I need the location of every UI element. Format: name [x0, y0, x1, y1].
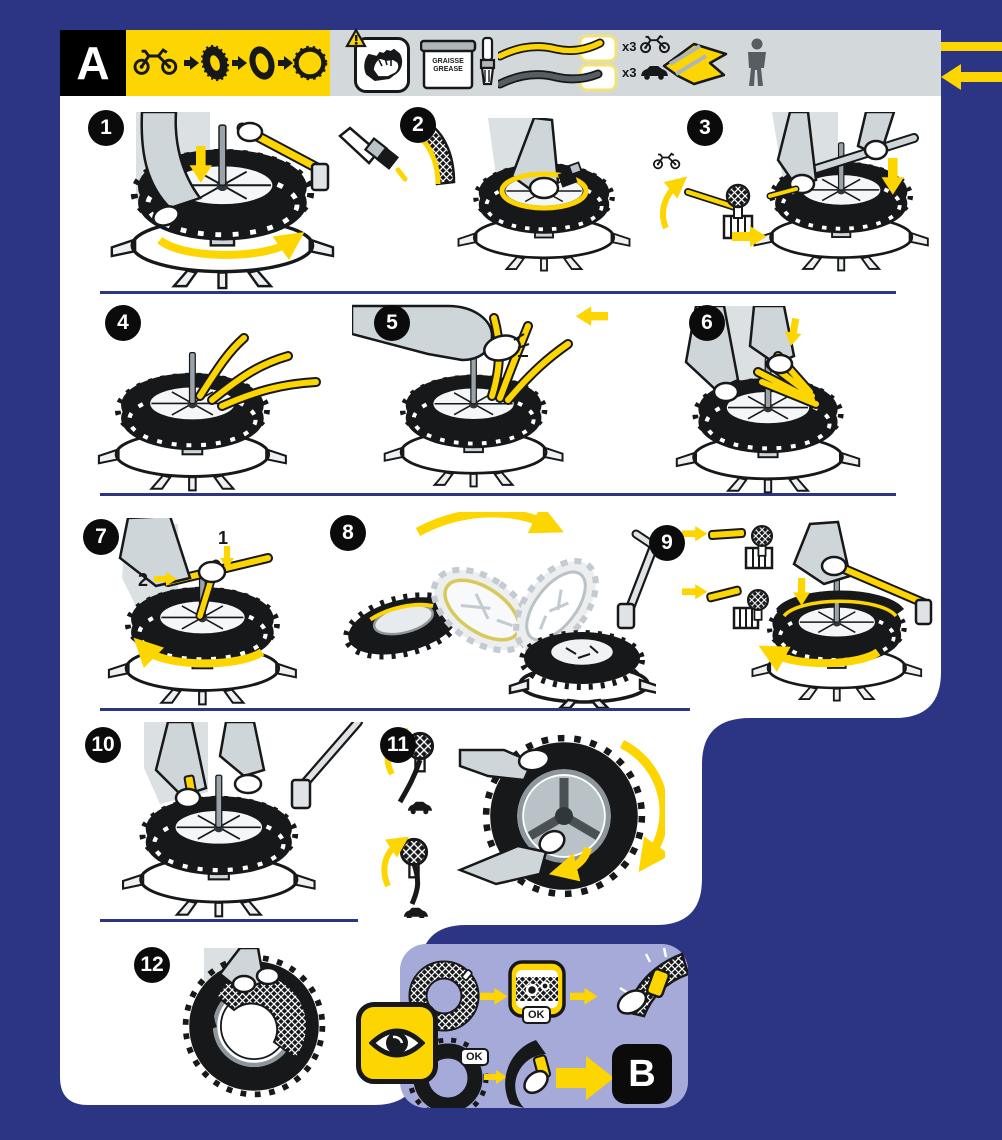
bead-lever-inset-1 — [682, 524, 774, 570]
inspection-panel: OK OK B — [400, 944, 688, 1108]
valve-lever-inset — [652, 152, 754, 240]
step-3-illustration — [652, 112, 940, 292]
step-8-number: 8 — [330, 515, 366, 551]
step-2-number: 2 — [400, 107, 436, 143]
tools-strip: GRAISSE GREASE x3 x3 — [330, 27, 941, 96]
lever-count-car-label: x3 — [622, 64, 637, 80]
row-divider — [100, 708, 690, 711]
step-3-number: 3 — [687, 110, 723, 146]
tube-ok-badge: OK — [522, 1006, 551, 1024]
step-7-motion-1: 1 — [218, 528, 229, 548]
lever-count-car: x3 — [622, 63, 669, 81]
step-1-illustration — [108, 112, 340, 290]
tube-valve-inset-2 — [381, 836, 429, 918]
motorcycle-icon — [133, 48, 178, 75]
tire-ok-badge: OK — [460, 1048, 489, 1066]
task-flow-icons — [133, 44, 328, 82]
section-b-box: B — [612, 1044, 672, 1104]
step-8-illustration — [343, 512, 656, 708]
section-b-label: B — [628, 1052, 656, 1095]
tire-levers-icon — [498, 34, 618, 92]
row-divider — [100, 291, 896, 294]
section-a-label: A — [76, 37, 110, 89]
grease-label-line2: GREASE — [433, 66, 463, 73]
step-4-illustration — [92, 333, 321, 494]
tube-inspection-box-icon — [508, 960, 566, 1018]
step-9-illustration — [682, 520, 933, 710]
grease-label-line1: GRAISSE — [432, 58, 464, 65]
step-6-number: 6 — [689, 305, 725, 341]
step-7-motion-2: 2 — [138, 570, 149, 590]
grease-pot-icon — [420, 36, 496, 90]
step-4-number: 4 — [105, 305, 141, 341]
grease-brush-icon — [479, 36, 496, 86]
tube-repair-icon — [616, 947, 688, 1018]
step-10-illustration — [108, 722, 363, 918]
grease-label: GRAISSE GREASE — [426, 58, 470, 74]
tire-tube-icon — [249, 46, 275, 80]
tire-clean-icon — [505, 1040, 552, 1108]
line-from-right-icon — [941, 42, 1002, 51]
arrow-pointing-left-icon — [941, 64, 1002, 90]
inspect-eye-icon — [356, 1002, 438, 1084]
step-11-number: 11 — [380, 727, 416, 763]
task-flow-strip — [126, 30, 330, 96]
step-7-illustration — [98, 518, 348, 710]
row-divider — [100, 919, 358, 922]
flow-arrow-icon — [184, 56, 199, 70]
step-10-number: 10 — [85, 727, 121, 763]
step-12-illustration — [148, 948, 383, 1100]
glove-warning-icon — [345, 27, 410, 93]
step-11-illustration — [381, 728, 665, 918]
inner-tube-icon — [408, 960, 480, 1032]
page-continues-arrows — [941, 42, 1002, 90]
next-section-arrow-icon — [556, 1056, 614, 1100]
row-divider — [100, 493, 896, 496]
step-9-number: 9 — [649, 525, 685, 561]
lever-count-moto-label: x3 — [622, 38, 637, 54]
rim-ring-icon — [292, 45, 328, 81]
person-icon — [748, 38, 766, 86]
protective-cloth-icon — [662, 42, 728, 86]
step-12-number: 12 — [134, 947, 170, 983]
bead-lever-inset-2 — [682, 584, 770, 630]
lever-count-moto: x3 — [622, 35, 671, 57]
step-2-illustration — [338, 118, 638, 290]
tire-wheel-icon — [200, 44, 230, 82]
grease-brush-inset — [338, 122, 456, 186]
flow-arrow-icon — [278, 56, 293, 70]
step-1-number: 1 — [88, 110, 124, 146]
step-5-number: 5 — [374, 305, 410, 341]
section-a-box: A — [60, 30, 126, 96]
step-7-number: 7 — [83, 519, 119, 555]
flow-arrow-icon — [232, 56, 247, 70]
